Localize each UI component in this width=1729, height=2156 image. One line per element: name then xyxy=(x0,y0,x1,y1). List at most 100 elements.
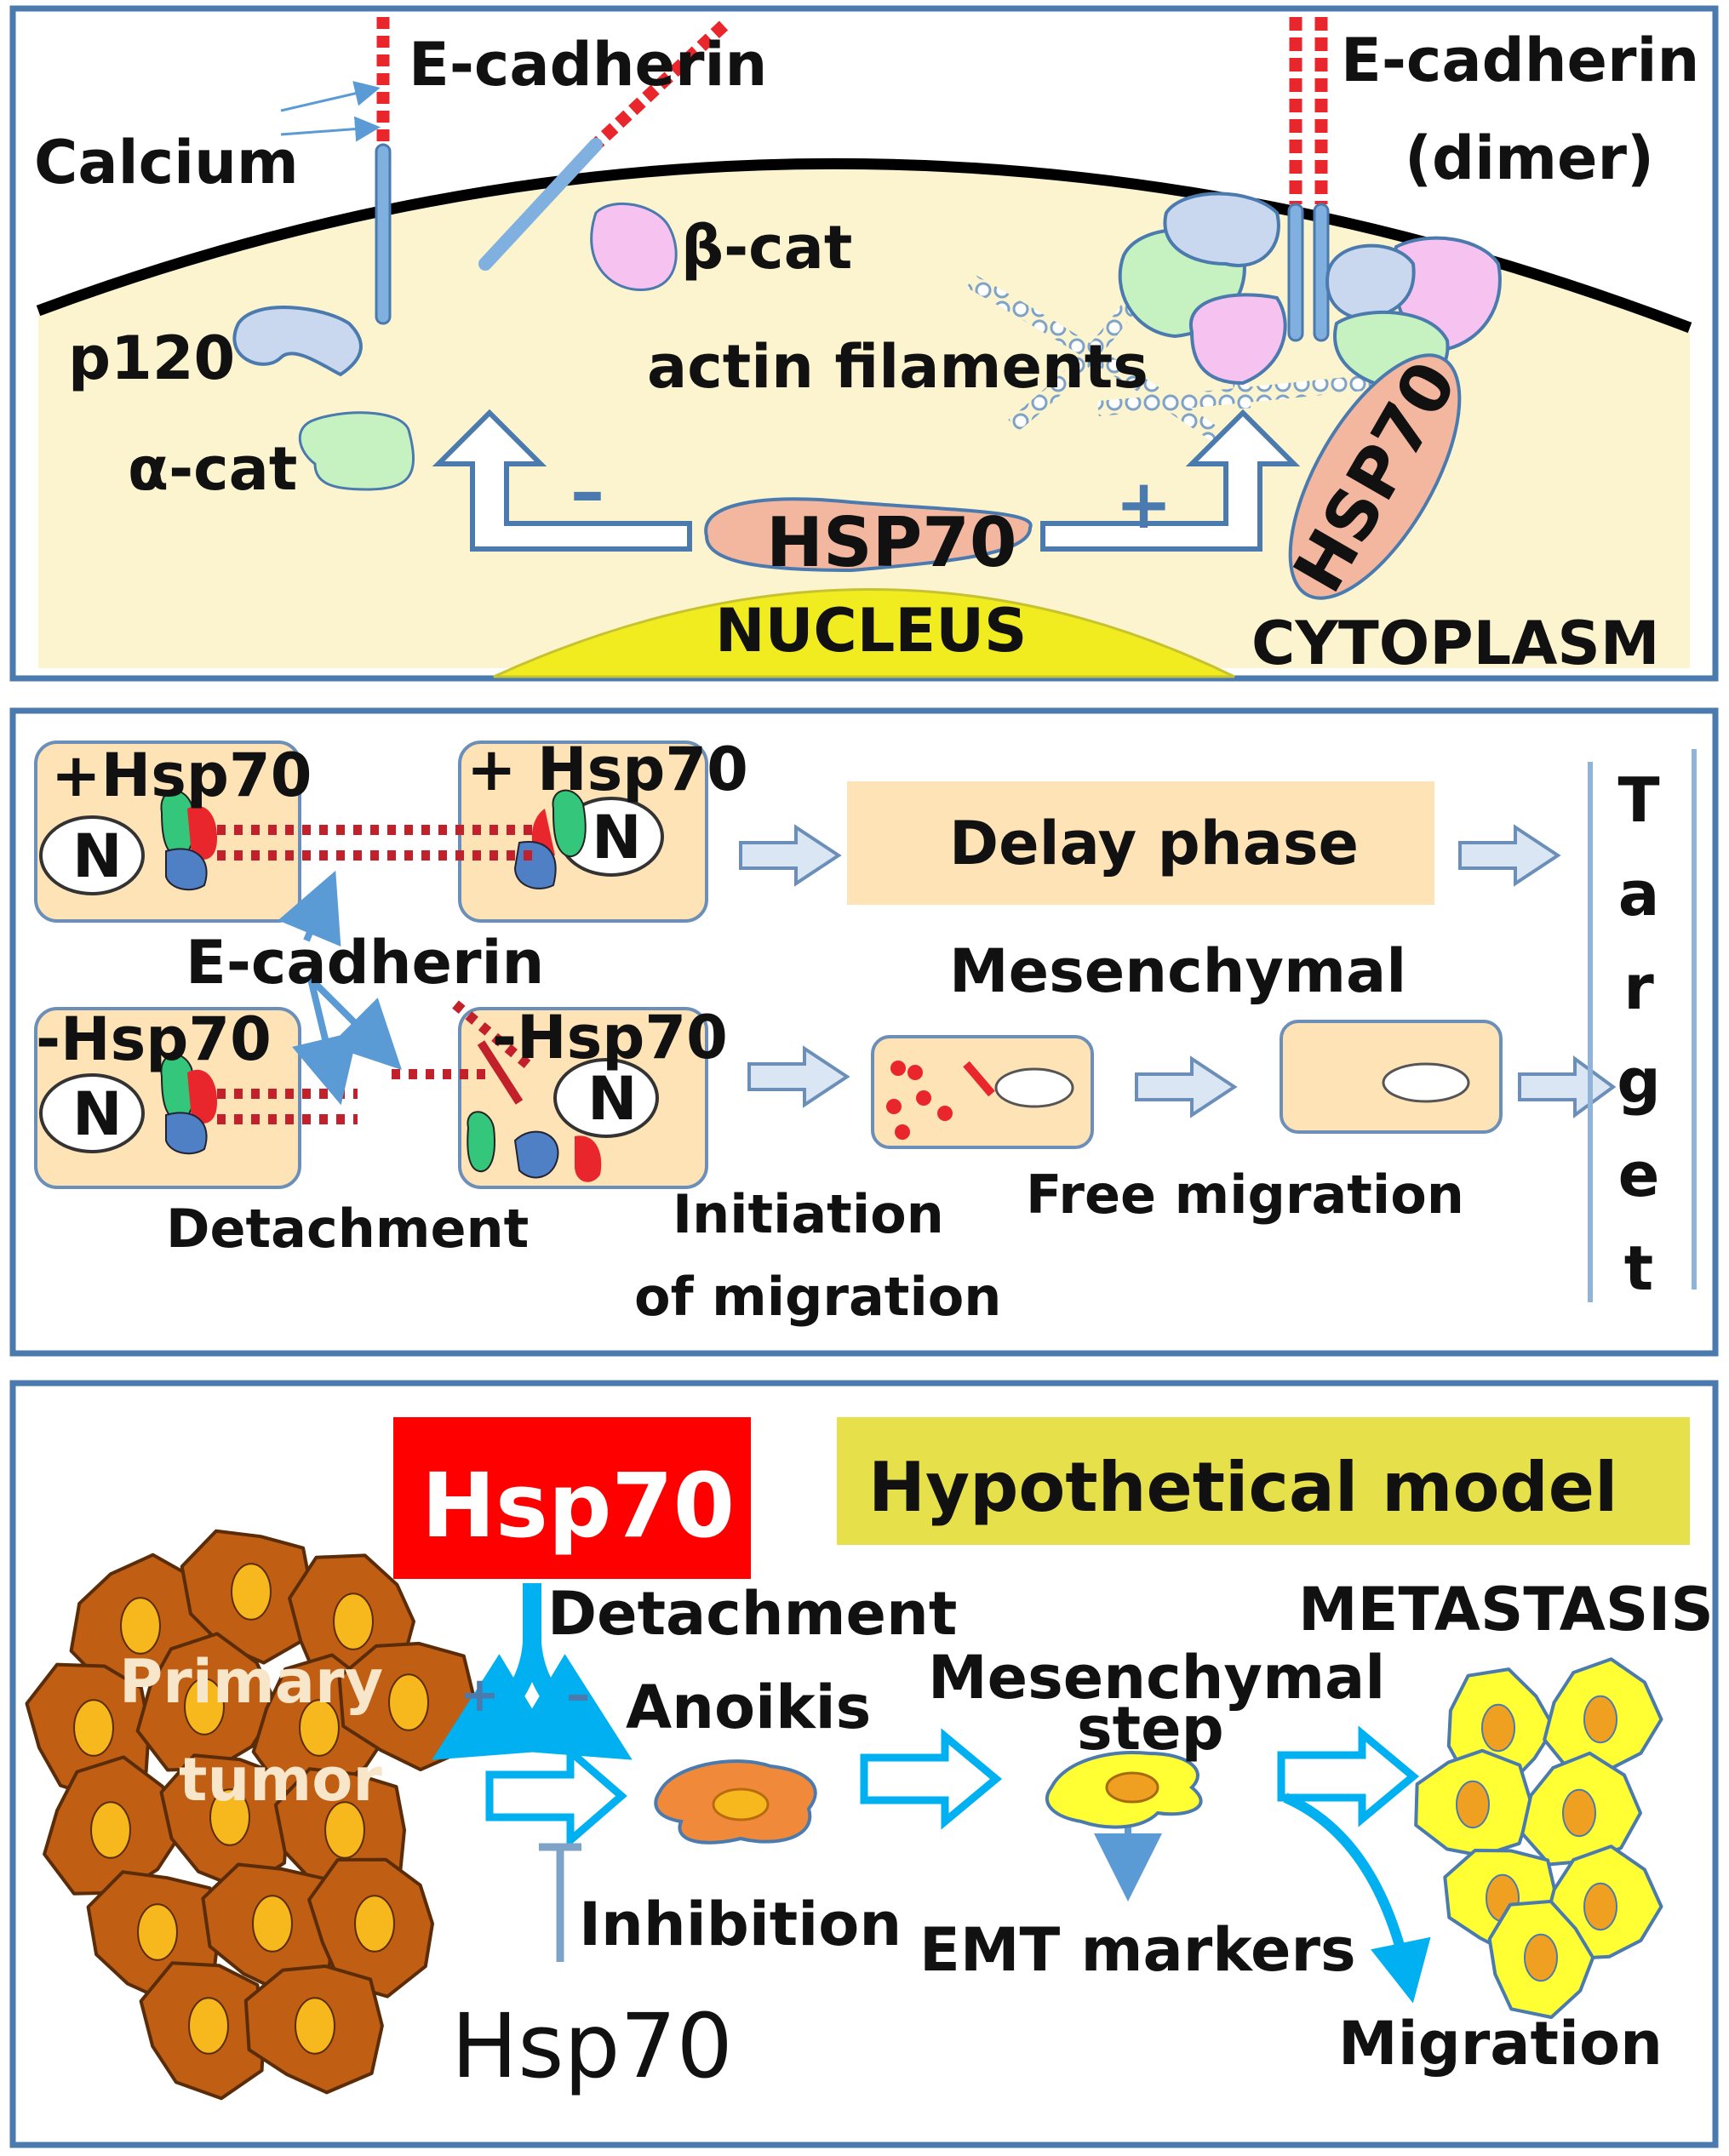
detachment-label-panel2: Detachment xyxy=(166,1198,529,1260)
beta-cat-protein xyxy=(590,202,678,291)
plus-label-panel3: + xyxy=(460,1667,500,1723)
delay-phase-label: Delay phase xyxy=(949,809,1359,878)
target-letter: g xyxy=(1617,1045,1661,1117)
calcium-arrow-1 xyxy=(280,81,381,112)
hsp70-bottom-label: Hsp70 xyxy=(451,1994,733,2098)
tumor-cell-nucleus xyxy=(209,1788,250,1846)
tumor-cell-nucleus xyxy=(120,1597,161,1655)
tumor-cell-nucleus xyxy=(184,1678,225,1736)
tumor-cell-nucleus xyxy=(295,1997,335,2055)
nucleus-n-4 xyxy=(553,1058,659,1138)
e-cadherin-pointer-up xyxy=(278,870,341,947)
e-cadherin-label-panel2: E-cadherin xyxy=(186,928,544,998)
nucleus-n-label-3: N xyxy=(72,1079,123,1149)
initiation-label-2: of migration xyxy=(634,1266,1001,1328)
protein-complex xyxy=(1118,192,1502,390)
primary-tumor-label-1: Primary xyxy=(119,1647,383,1717)
tumor-cell-nucleus xyxy=(231,1563,272,1621)
delay-phase-box xyxy=(847,781,1434,905)
tumor-cell-nucleus xyxy=(333,1593,374,1650)
nucleus-n-label-2: N xyxy=(592,803,642,872)
metastatic-cell-nucleus xyxy=(1561,1788,1597,1838)
initiating-cell-nucleus xyxy=(994,1067,1074,1108)
detachment-label-panel3: Detachment xyxy=(547,1579,957,1649)
nucleus-shape xyxy=(493,588,1235,678)
target-letter: t xyxy=(1624,1232,1653,1304)
nucleus-n-3 xyxy=(39,1073,145,1153)
tumor-cell-nucleus xyxy=(252,1895,293,1953)
panel-hypothetical-model: Hsp70 Hypothetical model Detachment META… xyxy=(9,1380,1719,2148)
e-cadherin-diagonal xyxy=(478,20,729,271)
hypothetical-model-box xyxy=(837,1417,1690,1545)
plus-hsp70-left-label: +Hsp70 xyxy=(51,741,312,810)
cytoplasm-label: CYTOPLASM xyxy=(1251,609,1659,678)
beta-cat-label: β-cat xyxy=(681,213,852,283)
hsp70-top-label: Hsp70 xyxy=(421,1454,735,1558)
tumor-cell-nucleus xyxy=(188,1997,229,2055)
junction-complex-bottom xyxy=(160,1000,602,1182)
primary-tumor-label-2: tumor xyxy=(179,1745,382,1815)
target-letter: a xyxy=(1618,858,1660,929)
plus-hsp70-right-label: + Hsp70 xyxy=(467,735,748,804)
minus-hsp70-right-label: -Hsp70 xyxy=(492,1003,728,1072)
alpha-cat-label: α-cat xyxy=(128,434,297,504)
target-letter: T xyxy=(1617,764,1659,836)
metastasis-cluster xyxy=(1414,1657,1663,2019)
metastatic-cell-nucleus xyxy=(1583,1882,1618,1931)
nucleus-label: NUCLEUS xyxy=(715,596,1027,666)
minus-hsp70-left-label: -Hsp70 xyxy=(36,1004,272,1074)
initiating-cell-fragments xyxy=(886,1061,995,1140)
mesenchymal-cell-nucleus xyxy=(1105,1771,1159,1804)
nucleus-n-label-4: N xyxy=(587,1064,638,1134)
tumor-cell-nucleus xyxy=(73,1699,114,1757)
emt-markers-label: EMT markers xyxy=(919,1915,1356,1985)
nucleus-n-label-1: N xyxy=(72,821,123,891)
primary-tumor-cluster xyxy=(25,1529,478,2101)
hsp70-branch-arrows xyxy=(432,1583,633,1760)
p120-label: p120 xyxy=(68,323,235,393)
metastasis-label: METASTASIS xyxy=(1298,1575,1714,1644)
calcium-label: Calcium xyxy=(34,128,299,197)
target-letter: r xyxy=(1623,952,1654,1023)
calcium-arrow-2 xyxy=(280,116,381,142)
p120-protein xyxy=(232,306,363,377)
free-migration-label: Free migration xyxy=(1026,1164,1464,1226)
migration-label: Migration xyxy=(1338,2009,1663,2079)
tumor-cell-nucleus xyxy=(137,1903,178,1961)
initiation-label-1: Initiation xyxy=(673,1183,944,1245)
pathway-arrows xyxy=(485,1725,1420,1849)
mesenchymal-label: Mesenchymal xyxy=(949,936,1406,1006)
e-cadherin-dimer-label-2: (dimer) xyxy=(1405,123,1654,193)
tumor-cell-nucleus xyxy=(324,1801,365,1859)
tumor-cell-nucleus xyxy=(90,1801,131,1859)
hsp70-center-protein xyxy=(704,497,1033,573)
minus-sign: – xyxy=(570,452,604,531)
panel-migration: N N N N xyxy=(9,707,1719,1357)
migration-curve xyxy=(1283,1793,1431,2004)
junction-complex-top xyxy=(160,789,587,891)
metastatic-cell-nucleus xyxy=(1583,1695,1618,1744)
actin-filaments-label: actin filaments xyxy=(647,332,1148,402)
promote-arrow-right xyxy=(1040,409,1301,552)
nucleus-n-1 xyxy=(39,815,145,895)
free-migrating-cell-nucleus xyxy=(1382,1062,1470,1103)
minus-label-panel3: – xyxy=(566,1667,590,1723)
anoikis-cell-nucleus xyxy=(712,1787,770,1821)
e-cadherin-dimer-label-1: E-cadherin xyxy=(1341,26,1699,95)
mesenchymal-step-label-1: Mesenchymal xyxy=(928,1643,1385,1713)
metastatic-cell-nucleus xyxy=(1480,1703,1516,1753)
mesenchymal-step-label-2: step xyxy=(1077,1694,1224,1764)
hsp70-red-box xyxy=(393,1417,751,1579)
hsp70-center-label: HSP70 xyxy=(766,503,1017,582)
inhibition-label: Inhibition xyxy=(579,1890,902,1959)
tumor-cell-nucleus xyxy=(299,1699,340,1757)
plus-sign: + xyxy=(1115,465,1172,544)
alpha-cat-protein xyxy=(298,411,415,491)
metastatic-cell-nucleus xyxy=(1523,1933,1559,1982)
anoikis-label: Anoikis xyxy=(626,1673,871,1742)
inhibit-arrow-left xyxy=(432,409,692,552)
e-cadherin-label: E-cadherin xyxy=(409,30,767,100)
e-cadherin-single xyxy=(375,17,392,325)
